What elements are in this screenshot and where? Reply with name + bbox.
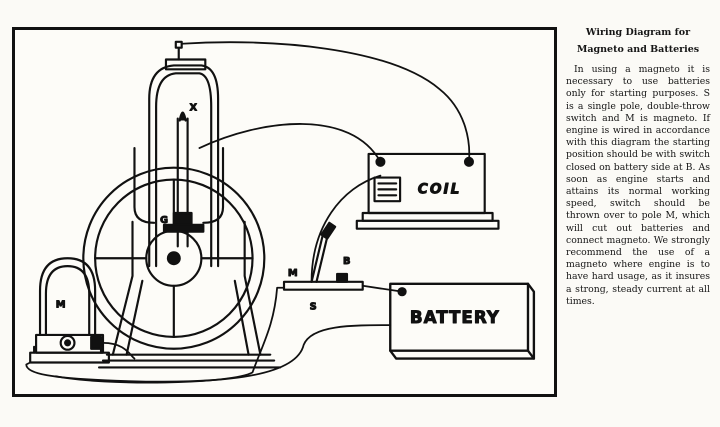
switch xyxy=(282,221,364,291)
label-battery: BATTERY xyxy=(410,307,500,327)
diagram-frame: X G M COIL BATTERY M B S xyxy=(12,27,557,397)
sidebar-body: In using a magneto it is necessary to us… xyxy=(566,64,710,307)
engine xyxy=(82,40,282,369)
label-switch-b: B xyxy=(343,256,351,267)
magneto xyxy=(29,257,110,364)
label-magneto: M xyxy=(56,299,66,310)
sidebar-title: Wiring Diagram for Magneto and Batteries xyxy=(566,24,710,58)
sidebar-title-line1: Wiring Diagram for xyxy=(585,27,691,38)
sidebar-text: Wiring Diagram for Magneto and Batteries… xyxy=(566,24,710,308)
label-switch-s: S xyxy=(310,301,317,312)
sidebar-title-line2: Magneto and Batteries xyxy=(576,44,700,55)
wiring-diagram: X G M COIL BATTERY M B S xyxy=(25,40,536,384)
wires xyxy=(25,41,471,384)
label-switch-m: M xyxy=(288,268,298,279)
label-g: G xyxy=(160,215,168,226)
label-x: X xyxy=(190,103,198,114)
battery xyxy=(389,282,536,360)
label-coil: COIL xyxy=(418,181,462,197)
